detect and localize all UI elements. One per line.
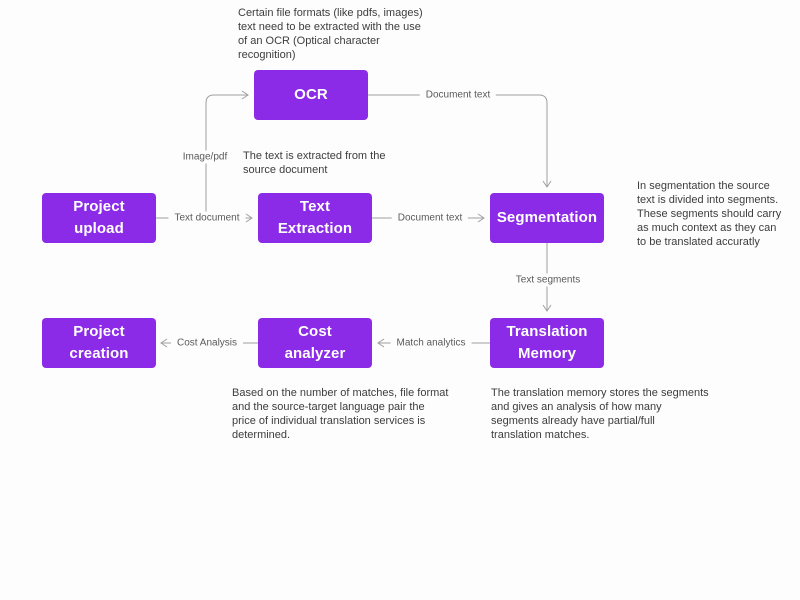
arrowhead-down-segmentation (542, 180, 552, 188)
edge-label-document-text-mid: Document text (391, 211, 469, 225)
arrowhead-left-project-creation (160, 338, 168, 348)
annotation-translation-memory-note: The translation memory stores the segmen… (491, 387, 709, 441)
edge-branch-to-ocr (205, 94, 248, 218)
node-text-extraction[interactable]: Text Extraction (258, 193, 372, 243)
node-translation-memory[interactable]: Translation Memory (490, 318, 604, 368)
arrowhead-right-segmentation (477, 213, 485, 223)
arrowhead-down-translation-memory (542, 304, 552, 312)
node-project-creation[interactable]: Project creation (42, 318, 156, 368)
node-cost-analyzer[interactable]: Cost analyzer (258, 318, 372, 368)
annotation-extraction-note: The text is extracted from the source do… (243, 150, 386, 176)
annotation-segmentation-note: In segmentation the source text is divid… (637, 180, 782, 248)
node-segmentation[interactable]: Segmentation (490, 193, 604, 243)
edge-ocr-to-segmentation (368, 94, 548, 187)
node-project-upload[interactable]: Project upload (42, 193, 156, 243)
edge-label-match-analytics: Match analytics (390, 336, 472, 350)
arrowhead-right-ocr (241, 90, 249, 100)
node-ocr[interactable]: OCR (254, 70, 368, 120)
edge-label-text-document: Text document (168, 211, 246, 225)
annotation-ocr-note: Certain file formats (like pdfs, images)… (238, 7, 423, 61)
edge-label-cost-analysis: Cost Analysis (170, 336, 244, 350)
arrowhead-right-text-extraction (245, 213, 253, 223)
edge-label-image-pdf: Image/pdf (176, 150, 234, 164)
edge-label-document-text-top: Document text (419, 88, 497, 102)
arrowhead-left-cost-analyzer (377, 338, 385, 348)
annotation-cost-note: Based on the number of matches, file for… (232, 387, 449, 441)
edge-label-text-segments: Text segments (509, 273, 587, 287)
